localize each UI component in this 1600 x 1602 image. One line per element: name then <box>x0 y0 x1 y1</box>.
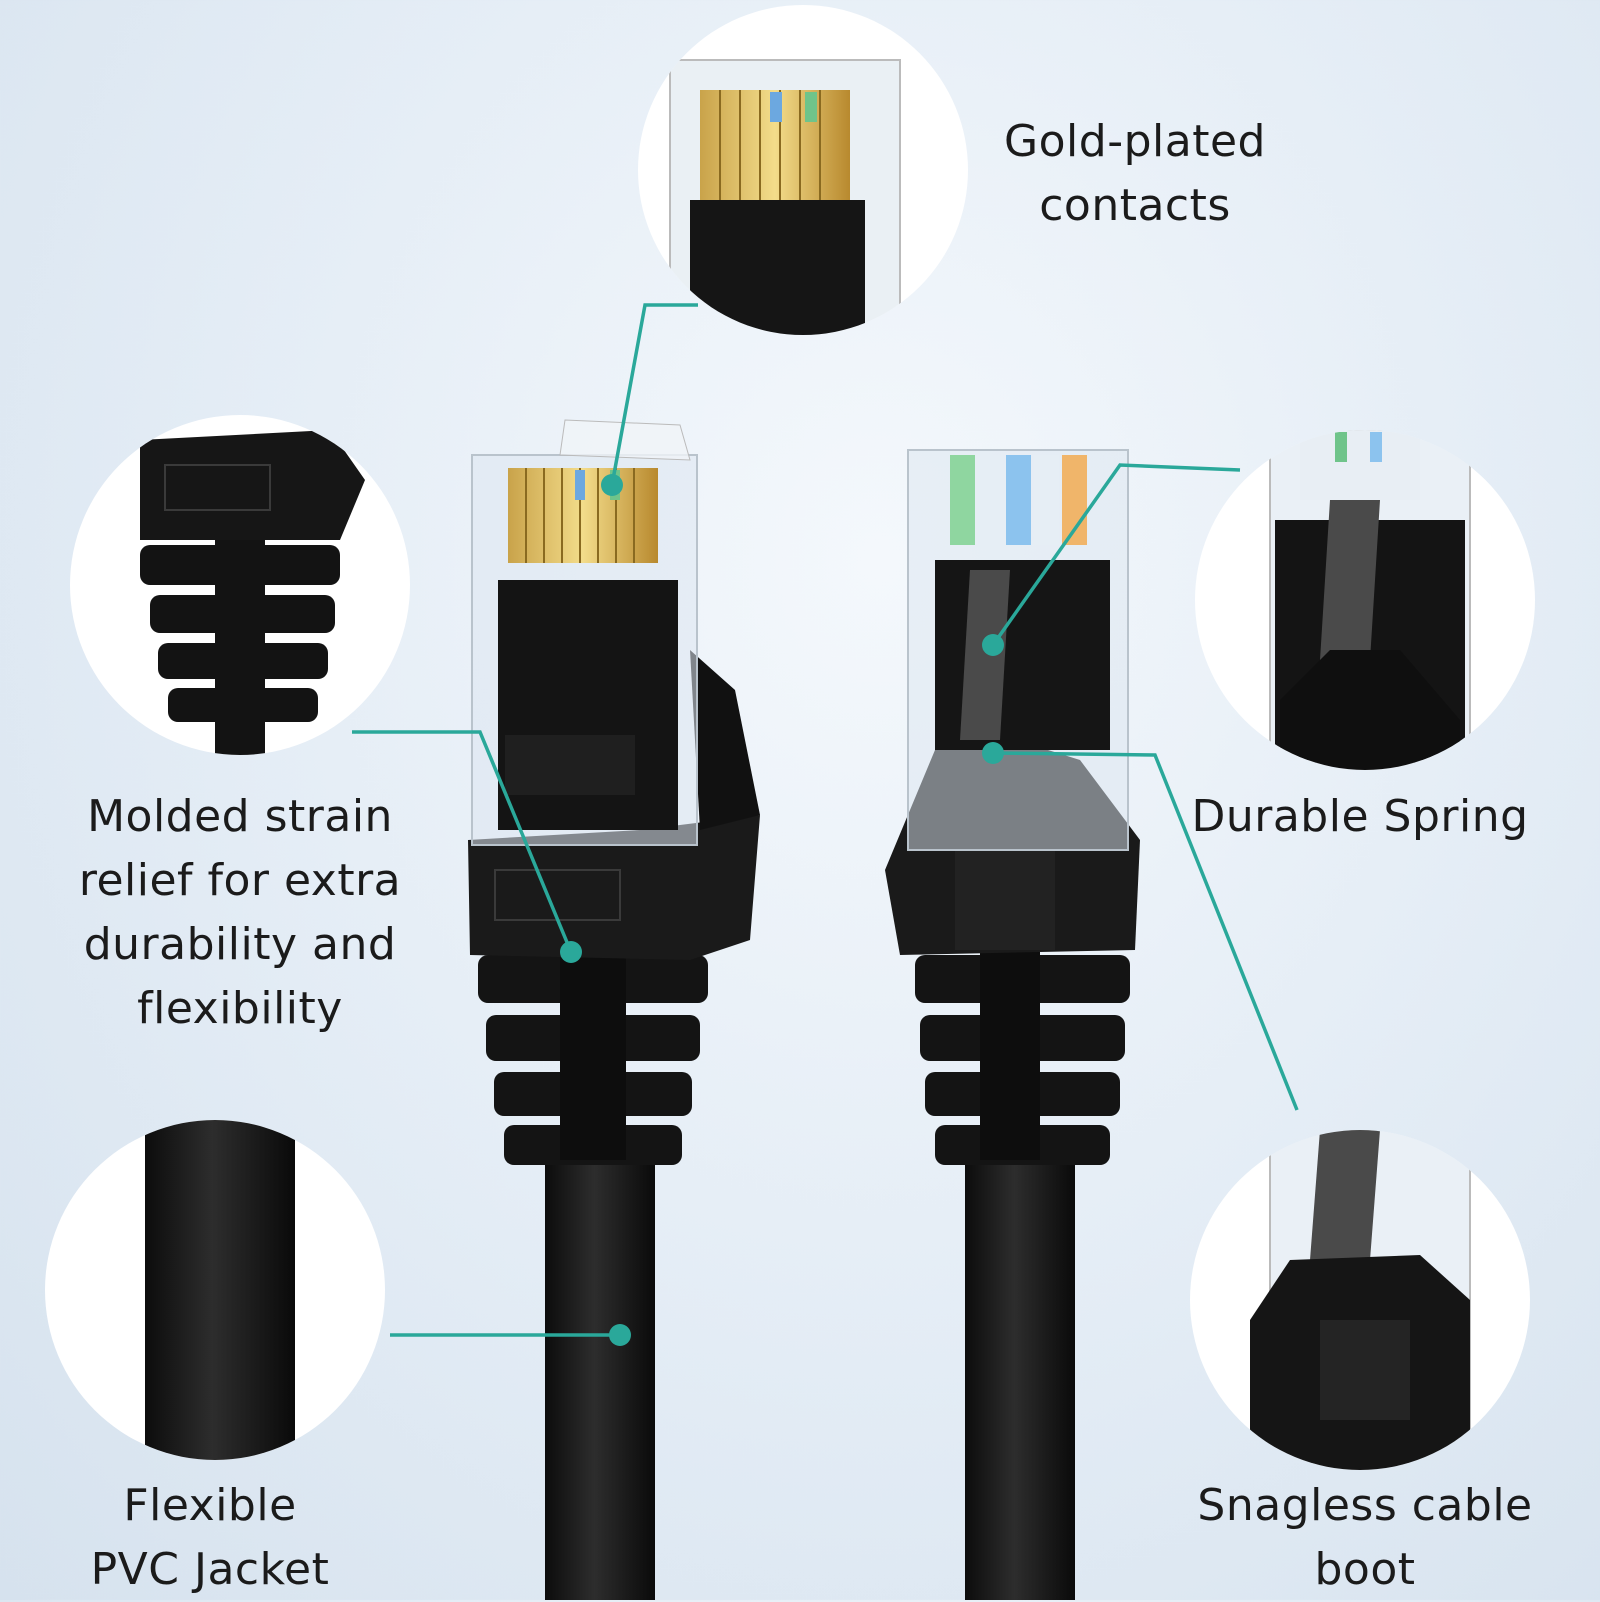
label-strain-relief: Molded strain relief for extra durabilit… <box>78 791 402 1034</box>
leader-spring-top <box>991 463 1241 647</box>
right-rj45-connector <box>885 449 1140 1600</box>
right-colored-contacts <box>950 455 1087 545</box>
leader-boot <box>992 751 1299 1111</box>
label-pvc-jacket: Flexible PVC Jacket <box>90 1480 330 1595</box>
leader-lines <box>352 303 1299 1337</box>
leader-strain-relief <box>352 730 573 953</box>
left-rj45-connector <box>468 419 760 1600</box>
left-boot-ribs <box>478 940 708 1165</box>
zoom-circle-strain-relief <box>70 415 410 755</box>
left-gold-contacts <box>508 468 658 563</box>
zoom-circle-jacket <box>45 1120 385 1460</box>
right-cable-jacket <box>965 1150 1075 1600</box>
right-latch-spring <box>960 570 1010 740</box>
zoom-circle-boot <box>1190 1130 1530 1470</box>
zoom-circle-spring <box>1195 430 1535 770</box>
label-snagless-boot: Snagless cable boot <box>1197 1480 1533 1595</box>
right-boot-ribs <box>915 940 1130 1165</box>
label-gold-contacts: Gold-plated contacts <box>1004 116 1266 231</box>
leader-contacts <box>610 303 698 486</box>
label-durable-spring: Durable Spring <box>1191 791 1529 842</box>
left-boot-body <box>468 815 760 960</box>
leader-dots <box>560 474 1004 1346</box>
zoom-circle-contacts <box>638 5 968 335</box>
left-cable-jacket <box>545 1150 655 1600</box>
